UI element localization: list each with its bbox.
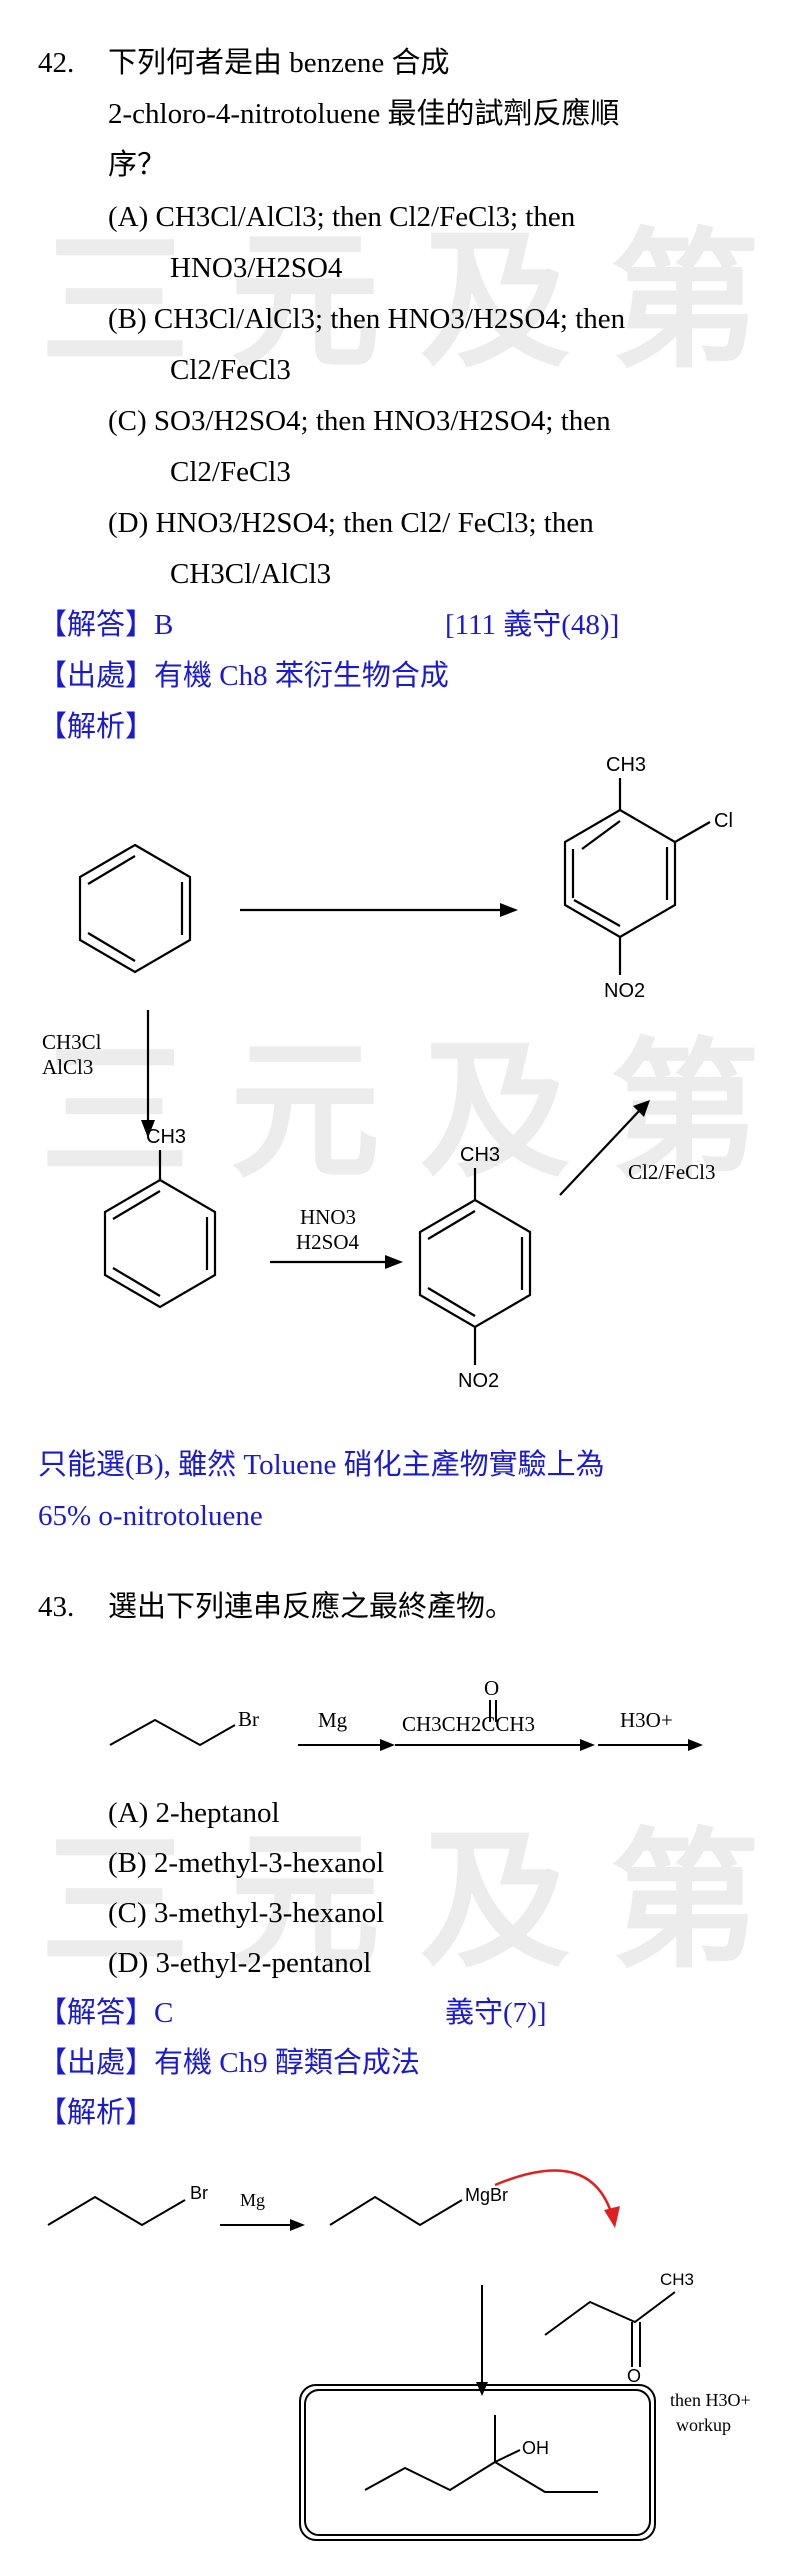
answer-42: 【解答】B bbox=[38, 609, 174, 641]
analysis-43: 【解析】 bbox=[38, 2097, 155, 2129]
q43-br-label: Br bbox=[238, 1707, 259, 1731]
reagent-alcl3: AlCl3 bbox=[42, 1055, 94, 1079]
source-43: 義守(7)] bbox=[445, 1997, 547, 2029]
option-b-line-1: (B) CH3Cl/AlCl3; then HNO3/H2SO4; then bbox=[108, 303, 626, 335]
question-42-stem-line-2: 2-chloro-4-nitrotoluene 最佳的試劑反應順 bbox=[108, 98, 620, 130]
option-b-line-2: Cl2/FeCl3 bbox=[170, 354, 291, 386]
question-42-stem-line-3: 序？ bbox=[108, 149, 167, 181]
product-cl-label: Cl bbox=[714, 810, 733, 832]
option-c-line-2: Cl2/FeCl3 bbox=[170, 456, 291, 488]
option-c-line-1: (C) SO3/H2SO4; then HNO3/H2SO4; then bbox=[108, 405, 611, 437]
option-a-line-2: HNO3/H2SO4 bbox=[170, 252, 343, 284]
reagent-ch3cl: CH3Cl bbox=[42, 1030, 102, 1054]
toluene-ch3-label: CH3 bbox=[146, 1126, 187, 1148]
q43-h3o-label: H3O+ bbox=[620, 1708, 673, 1732]
nitrotoluene-no2-label: NO2 bbox=[458, 1370, 500, 1392]
origin-42: 【出處】有機 Ch8 苯衍生物合成 bbox=[38, 660, 449, 692]
option-d-line-2: CH3Cl/AlCl3 bbox=[170, 558, 332, 590]
mech-ketone-ch3-label: CH3 bbox=[660, 2270, 695, 2289]
reagent-h2so4: H2SO4 bbox=[296, 1230, 360, 1254]
product-no2-label: NO2 bbox=[604, 980, 646, 1002]
q43-reaction-scheme bbox=[109, 1700, 703, 1751]
q43-option-a: (A) 2-heptanol bbox=[108, 1797, 280, 1829]
q42-reaction-scheme bbox=[78, 778, 711, 1365]
mech-br-label: Br bbox=[190, 2183, 208, 2203]
note-42-line-2: 65% o-nitrotoluene bbox=[38, 1500, 263, 1532]
reagent-hno3: HNO3 bbox=[300, 1205, 356, 1229]
source-42: [111 義守(48)] bbox=[445, 609, 620, 641]
mech-workup-label: workup bbox=[676, 2415, 731, 2435]
q43-option-b: (B) 2-methyl-3-hexanol bbox=[108, 1847, 385, 1879]
q43-o-label: O bbox=[484, 1676, 500, 1700]
mech-then-h3o-label: then H3O+ bbox=[670, 2390, 751, 2410]
origin-43: 【出處】有機 Ch9 醇類合成法 bbox=[38, 2047, 420, 2079]
question-43-number: 43. bbox=[38, 1591, 75, 1623]
option-d-line-1: (D) HNO3/H2SO4; then Cl2/ FeCl3; then bbox=[108, 507, 594, 539]
question-42-stem-line-1: 下列何者是由 benzene 合成 bbox=[108, 47, 450, 79]
q43-mechanism bbox=[47, 2169, 676, 2541]
q43-mg-label: Mg bbox=[318, 1708, 348, 1732]
note-42-line-1: 只能選(B), 雖然 Toluene 硝化主產物實驗上為 bbox=[38, 1449, 605, 1481]
product-ch3-label: CH3 bbox=[606, 754, 647, 776]
reagent-cl2-fecl3: Cl2/FeCl3 bbox=[628, 1160, 716, 1184]
question-42-number: 42. bbox=[38, 47, 75, 79]
q43-ketone-label: CH3CH2CCH3 bbox=[402, 1712, 536, 1736]
option-a-line-1: (A) CH3Cl/AlCl3; then Cl2/FeCl3; then bbox=[108, 201, 576, 233]
answer-43: 【解答】C bbox=[38, 1997, 174, 2029]
mech-ketone-o-label: O bbox=[627, 2366, 642, 2386]
mech-oh-label: OH bbox=[522, 2438, 549, 2458]
watermark-top: 三元及第 bbox=[40, 215, 800, 389]
watermark-bottom: 三元及第 bbox=[40, 1815, 800, 1989]
q43-option-c: (C) 3-methyl-3-hexanol bbox=[108, 1897, 385, 1929]
question-43-stem: 選出下列連串反應之最終產物。 bbox=[108, 1591, 515, 1623]
analysis-42: 【解析】 bbox=[38, 711, 155, 743]
mech-mgbr-label: MgBr bbox=[465, 2185, 509, 2205]
mech-mg-label: Mg bbox=[240, 2190, 266, 2210]
nitrotoluene-ch3-label: CH3 bbox=[460, 1144, 501, 1166]
q43-option-d: (D) 3-ethyl-2-pentanol bbox=[108, 1947, 372, 1979]
